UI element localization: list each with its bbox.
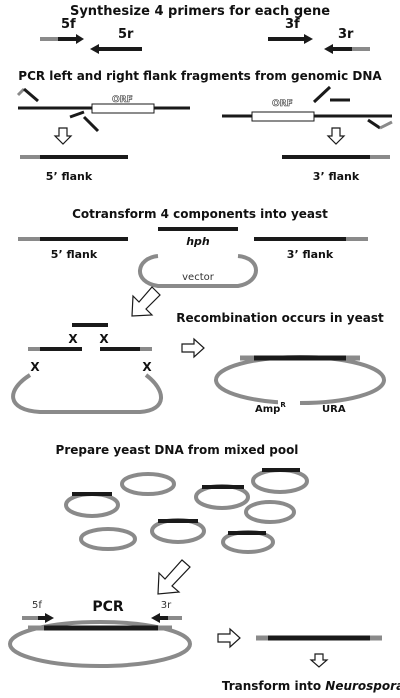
orf-label-right: ORF [272, 99, 293, 109]
heading-pcr-flanks: PCR left and right flank fragments from … [18, 69, 382, 83]
recombined-plasmid [214, 355, 386, 408]
primer-5f-arrow [40, 34, 84, 44]
down-arrow-left [53, 127, 73, 145]
crossover-x-1: X [68, 332, 78, 346]
primer-5f-label: 5f [61, 17, 76, 32]
primer-3f-arrow [268, 34, 313, 44]
pool-plasmid-8 [221, 530, 275, 554]
hph-label: hph [186, 235, 210, 248]
vector-plasmid [138, 254, 258, 288]
pool-plasmid-6 [244, 500, 296, 524]
primer-3r-arrow [324, 44, 370, 54]
right-genomic-dna [222, 85, 393, 130]
pool-plasmid-4 [251, 468, 309, 494]
flank-3-label: 3’ flank [313, 170, 360, 183]
pcr-primer-3r-label: 3r [161, 600, 172, 611]
primer-5r-arrow [90, 44, 142, 54]
pcr-template-plasmid [8, 620, 192, 668]
cotransform-flank-3-label: 3’ flank [287, 248, 334, 261]
orf-label-left: ORF [112, 95, 133, 105]
down-arrow-final [309, 653, 329, 668]
left-genomic-dna [16, 87, 190, 133]
pool-plasmid-3 [194, 484, 250, 510]
ura-label: URA [322, 404, 346, 415]
amp-resistance-label: AmpR [255, 401, 286, 415]
heading-transform: Transform into Neurospora [222, 679, 400, 693]
crossover-x-3: X [30, 360, 40, 374]
recombination-vector [11, 373, 163, 414]
down-arrow-right [326, 127, 346, 145]
diagonal-arrow-1 [131, 286, 161, 317]
heading-cotransform: Cotransform 4 components into yeast [72, 207, 328, 221]
heading-synthesize: Synthesize 4 primers for each gene [70, 4, 330, 19]
pcr-label: PCR [92, 599, 124, 615]
crossover-x-4: X [142, 360, 152, 374]
vector-label: vector [182, 272, 215, 283]
pcr-primer-3r-arrow [151, 613, 182, 623]
diagonal-arrow-2 [157, 559, 191, 595]
cotransform-flank-5-label: 5’ flank [51, 248, 98, 261]
pool-plasmid-1 [64, 492, 120, 518]
primer-5r-label: 5r [118, 27, 134, 42]
flank-5-label: 5’ flank [46, 170, 93, 183]
heading-prepare: Prepare yeast DNA from mixed pool [56, 443, 299, 457]
pool-plasmid-5 [150, 518, 206, 544]
pool-plasmid-2 [120, 472, 176, 496]
plasmid-pool [64, 468, 309, 554]
pcr-primer-5f-arrow [22, 613, 54, 623]
pool-plasmid-7 [79, 527, 137, 551]
primer-3f-label: 3f [285, 17, 300, 32]
pcr-primer-5f-label: 5f [32, 600, 42, 611]
crossover-x-2: X [99, 332, 109, 346]
right-arrow-recombination [181, 337, 205, 359]
heading-recombination: Recombination occurs in yeast [176, 311, 384, 325]
right-arrow-pcr [217, 627, 241, 649]
primer-3r-label: 3r [338, 27, 354, 42]
